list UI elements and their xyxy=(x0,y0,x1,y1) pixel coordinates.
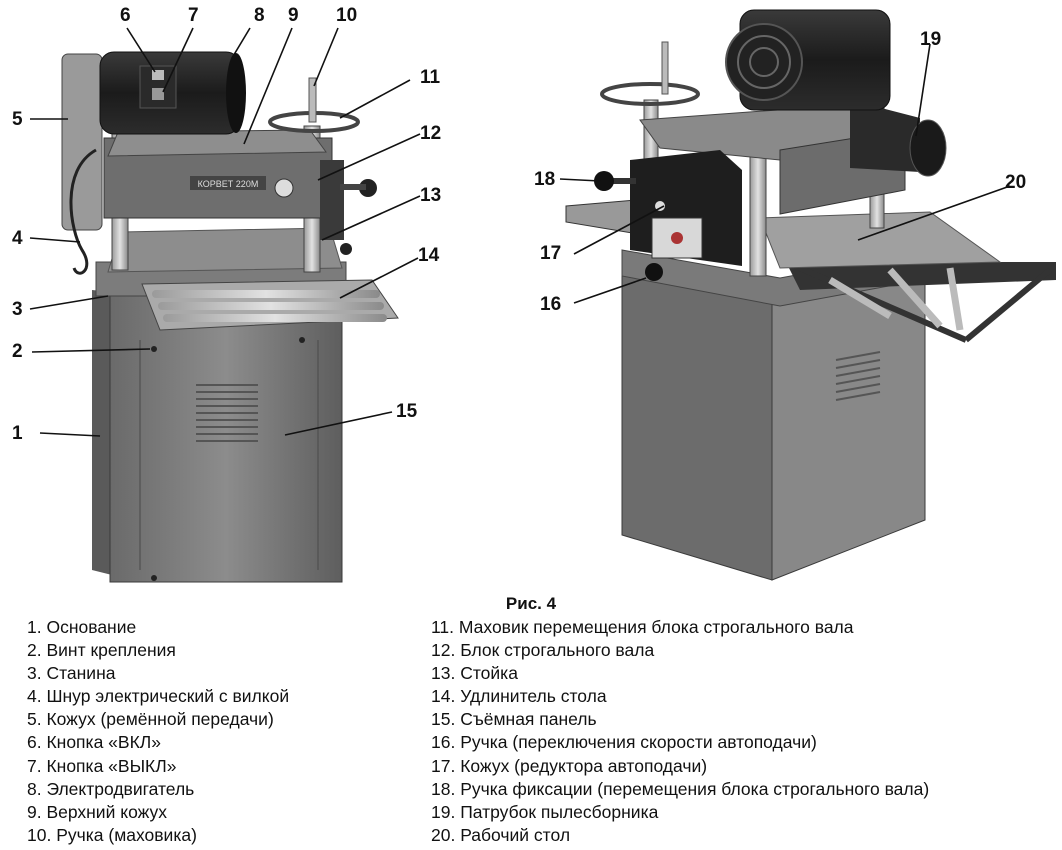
legend-item: 13. Стойка xyxy=(431,663,518,684)
callout-12: 12 xyxy=(420,123,442,144)
callout-18: 18 xyxy=(534,169,556,190)
legend-item: 14. Удлинитель стола xyxy=(431,686,607,707)
callout-3: 3 xyxy=(12,299,23,320)
legend-item: 11. Маховик перемещения блока строгально… xyxy=(431,617,854,637)
callout-17: 17 xyxy=(540,243,562,264)
legend-item: 15. Съёмная панель xyxy=(431,709,597,730)
legend-item: 10. Ручка (маховика) xyxy=(27,824,197,845)
vent-grille-right xyxy=(835,351,881,401)
right-machine xyxy=(565,9,1056,581)
legend-item: 5. Кожух (ремённой передачи) xyxy=(27,709,274,730)
callout-8: 8 xyxy=(254,5,265,26)
callout-4: 4 xyxy=(12,228,23,249)
figure-area: КОРВЕТ 220М xyxy=(12,5,1056,583)
figure-caption: Рис. 4 xyxy=(505,594,557,613)
callout-11: 11 xyxy=(420,67,441,88)
left-machine: КОРВЕТ 220М xyxy=(61,51,399,583)
callout-2: 2 xyxy=(12,341,23,362)
legend-item: 9. Верхний кожух xyxy=(27,801,168,822)
legend-item: 4. Шнур электрический с вилкой xyxy=(27,686,290,707)
legend-item: 20. Рабочий стол xyxy=(431,824,571,845)
callout-7: 7 xyxy=(188,5,199,26)
legend-item: 7. Кнопка «ВЫКЛ» xyxy=(27,755,177,776)
legend-item: 12. Блок строгального вала xyxy=(431,640,655,661)
callout-6: 6 xyxy=(120,5,131,26)
legend-item: 16. Ручка (переключения скорости автопод… xyxy=(431,732,817,753)
legend-item: 2. Винт крепления xyxy=(27,640,176,661)
callout-14: 14 xyxy=(418,245,440,266)
callout-19: 19 xyxy=(920,29,942,50)
legend-right: 11. Маховик перемещения блока строгально… xyxy=(431,616,929,847)
legend-left: 1. Основание 2. Винт крепления 3. Станин… xyxy=(27,616,289,847)
callout-5: 5 xyxy=(12,109,23,130)
legend-item: 19. Патрубок пылесборника xyxy=(431,801,659,822)
leader-lines xyxy=(29,27,1011,437)
machine-badge: КОРВЕТ 220М xyxy=(198,179,259,189)
vent-grille xyxy=(196,384,258,442)
callout-13: 13 xyxy=(420,185,442,206)
legend-item: 1. Основание xyxy=(27,617,137,637)
callout-16: 16 xyxy=(540,294,562,315)
legend-item: 3. Станина xyxy=(27,663,116,684)
machine-illustrations: КОРВЕТ 220М xyxy=(29,9,1056,583)
legend-item: 6. Кнопка «ВКЛ» xyxy=(27,732,161,753)
legend-item: 17. Кожух (редуктора автоподачи) xyxy=(431,755,708,776)
legend-item: 8. Электродвигатель xyxy=(27,778,195,799)
callout-9: 9 xyxy=(288,5,299,26)
callout-20: 20 xyxy=(1005,172,1027,193)
legend-item: 18. Ручка фиксации (перемещения блока ст… xyxy=(431,778,930,799)
callout-1: 1 xyxy=(12,423,23,444)
callout-15: 15 xyxy=(396,401,418,422)
callout-10: 10 xyxy=(336,5,358,26)
